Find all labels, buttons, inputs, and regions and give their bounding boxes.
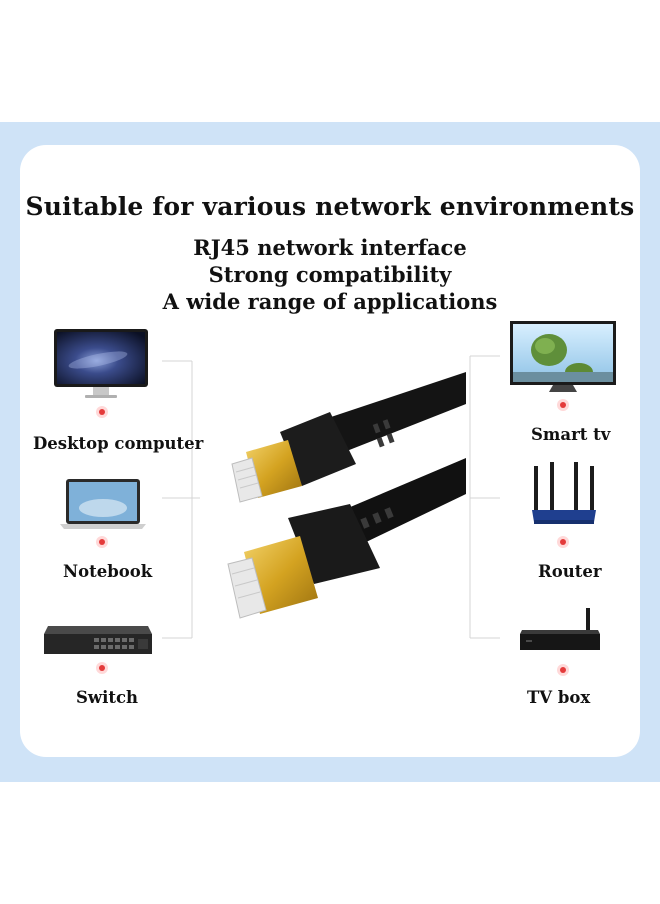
smart-tv-icon xyxy=(510,321,616,392)
desktop-dot xyxy=(96,406,108,418)
page-title: Suitable for various network environment… xyxy=(25,192,635,221)
subtitle-line-2: Strong compatibility xyxy=(208,262,452,287)
ethernet-cable-icon xyxy=(227,372,466,619)
label-notebook: Notebook xyxy=(63,562,153,581)
smart-tv-dot xyxy=(557,399,569,411)
network-switch-icon xyxy=(44,626,152,654)
tv-box-dot xyxy=(557,664,569,676)
notebook-icon xyxy=(60,479,146,529)
label-desktop-computer: Desktop computer xyxy=(33,434,204,453)
router-icon xyxy=(532,462,596,524)
switch-dot xyxy=(96,662,108,674)
router-dot xyxy=(557,536,569,548)
tv-box-icon xyxy=(520,608,600,650)
subtitle-line-3: A wide range of applications xyxy=(162,289,498,314)
desktop-computer-icon xyxy=(54,329,148,398)
label-tv-box: TV box xyxy=(527,688,591,707)
label-smart-tv: Smart tv xyxy=(531,425,611,444)
label-switch: Switch xyxy=(76,688,139,707)
subtitle-line-1: RJ45 network interface xyxy=(193,235,467,260)
notebook-dot xyxy=(96,536,108,548)
label-router: Router xyxy=(538,562,602,581)
